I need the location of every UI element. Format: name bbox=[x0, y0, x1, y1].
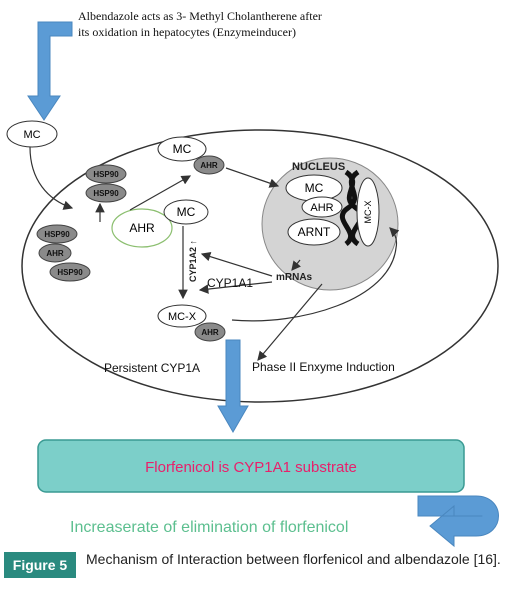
nucleus-mcx-node bbox=[356, 177, 380, 247]
substrate-box-text: Florfenicol is CYP1A1 substrate bbox=[145, 459, 357, 476]
nucleus-arnt-node bbox=[287, 218, 341, 246]
hsp90-label-d: HSP90 bbox=[57, 268, 83, 277]
elimination-text: Increaserate of elimination of florfenic… bbox=[70, 519, 348, 536]
hsp90-label-b: HSP90 bbox=[93, 189, 119, 198]
arrow-mrna-to-phase2 bbox=[257, 283, 323, 361]
hsp90-label-c: HSP90 bbox=[44, 230, 70, 239]
blue-entry-arrow bbox=[27, 21, 73, 121]
ahr-top-node bbox=[193, 155, 225, 175]
mc-top-label: MC bbox=[173, 142, 192, 156]
ahr-bottom-node bbox=[194, 322, 226, 342]
dna-helix-icon bbox=[339, 169, 364, 247]
hsp90-node-d bbox=[49, 262, 91, 282]
hsp90-node-c bbox=[36, 224, 78, 244]
mcx-bottom-label: MC-X bbox=[168, 311, 197, 323]
arrow-mrna-to-cyp1a1 bbox=[198, 281, 273, 294]
substrate-box bbox=[37, 439, 465, 493]
cyp1a2-label: CYP1A2 ↑ bbox=[188, 240, 198, 282]
mcx-bottom-node bbox=[157, 304, 207, 328]
mc-top-node bbox=[157, 136, 207, 162]
arrow-to-nucleus bbox=[225, 167, 280, 188]
blue-down-arrow bbox=[217, 339, 249, 434]
nucleus-title: NUCLEUS bbox=[292, 161, 345, 173]
mc-center-node bbox=[163, 199, 209, 225]
arrow-mc-to-hsp90 bbox=[29, 146, 74, 210]
mrnas-label: mRNAs bbox=[276, 272, 313, 283]
nucleus-ahr-label: AHR bbox=[310, 202, 333, 214]
hsp90-node-b bbox=[85, 183, 127, 203]
arrow-ahr-to-mc-ahr bbox=[129, 175, 192, 211]
persistent-cyp1a-text: Persistent CYP1A bbox=[104, 361, 200, 375]
figure-label: Figure 5 bbox=[4, 552, 76, 578]
nucleus-ahr-node bbox=[301, 196, 343, 218]
arrow-dna-to-mrna bbox=[291, 259, 301, 271]
ahr-bottom-label: AHR bbox=[201, 328, 219, 337]
arrow-mrna-to-cyp1a2 bbox=[200, 251, 273, 277]
nucleus-mcx-label: MC-X bbox=[363, 201, 373, 224]
ahr-small-left-label: AHR bbox=[46, 249, 64, 258]
mc-outside-label: MC bbox=[23, 129, 40, 141]
top-note-line-1: Albendazole acts as 3- Methyl Cholanther… bbox=[78, 9, 322, 23]
ahr-center-label: AHR bbox=[129, 221, 155, 235]
nucleus-arnt-label: ARNT bbox=[298, 225, 331, 239]
nucleus-mc-label: MC bbox=[305, 181, 324, 195]
mc-center-label: MC bbox=[177, 205, 196, 219]
phase2-enzyme-text: Phase II Enxyme Induction bbox=[252, 360, 395, 374]
top-note-line-2: its oxidation in hepatocytes (Enzymeindu… bbox=[78, 25, 296, 39]
figure-caption: Mechanism of Interaction between florfen… bbox=[86, 551, 501, 567]
uturn-arrow bbox=[417, 495, 499, 548]
ahr-center-node bbox=[111, 208, 173, 248]
ahr-small-left-node bbox=[38, 243, 72, 263]
arrow-mcx-return bbox=[231, 227, 400, 322]
cyp1a1-label: CYP1A1 bbox=[207, 276, 253, 290]
hsp90-label-a: HSP90 bbox=[93, 170, 119, 179]
mc-outside-node bbox=[6, 120, 58, 148]
ahr-top-label: AHR bbox=[200, 161, 218, 170]
hsp90-node-a bbox=[85, 164, 127, 184]
